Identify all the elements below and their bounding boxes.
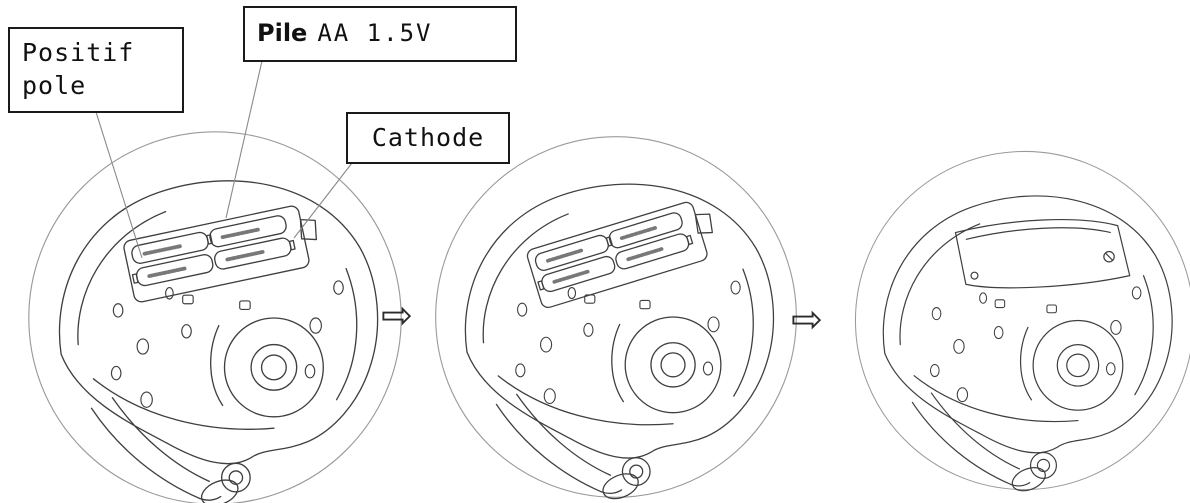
label-battery-type: Pile AA 1.5V: [243, 6, 517, 62]
label-positive-pole: Positif pole: [8, 27, 184, 113]
label-cathode-text: Cathode: [371, 122, 485, 152]
leader-line-cathode: [293, 162, 353, 239]
arrow-right-icon: ⇨: [381, 293, 413, 337]
label-cathode: Cathode: [346, 112, 510, 164]
label-positive-pole-text: Positif pole: [22, 38, 135, 100]
leader-line-battery: [225, 60, 263, 219]
label-battery-word: Pile: [257, 19, 308, 48]
step-1-drawing: [28, 131, 402, 503]
arrow-right-icon: ⇨: [791, 297, 823, 341]
label-battery-spec: AA 1.5V: [317, 19, 433, 48]
leader-lines: [95, 60, 353, 259]
step-2-drawing: [435, 136, 797, 502]
step-3-drawing: [854, 150, 1190, 494]
leader-line-positive-pole: [95, 111, 143, 259]
